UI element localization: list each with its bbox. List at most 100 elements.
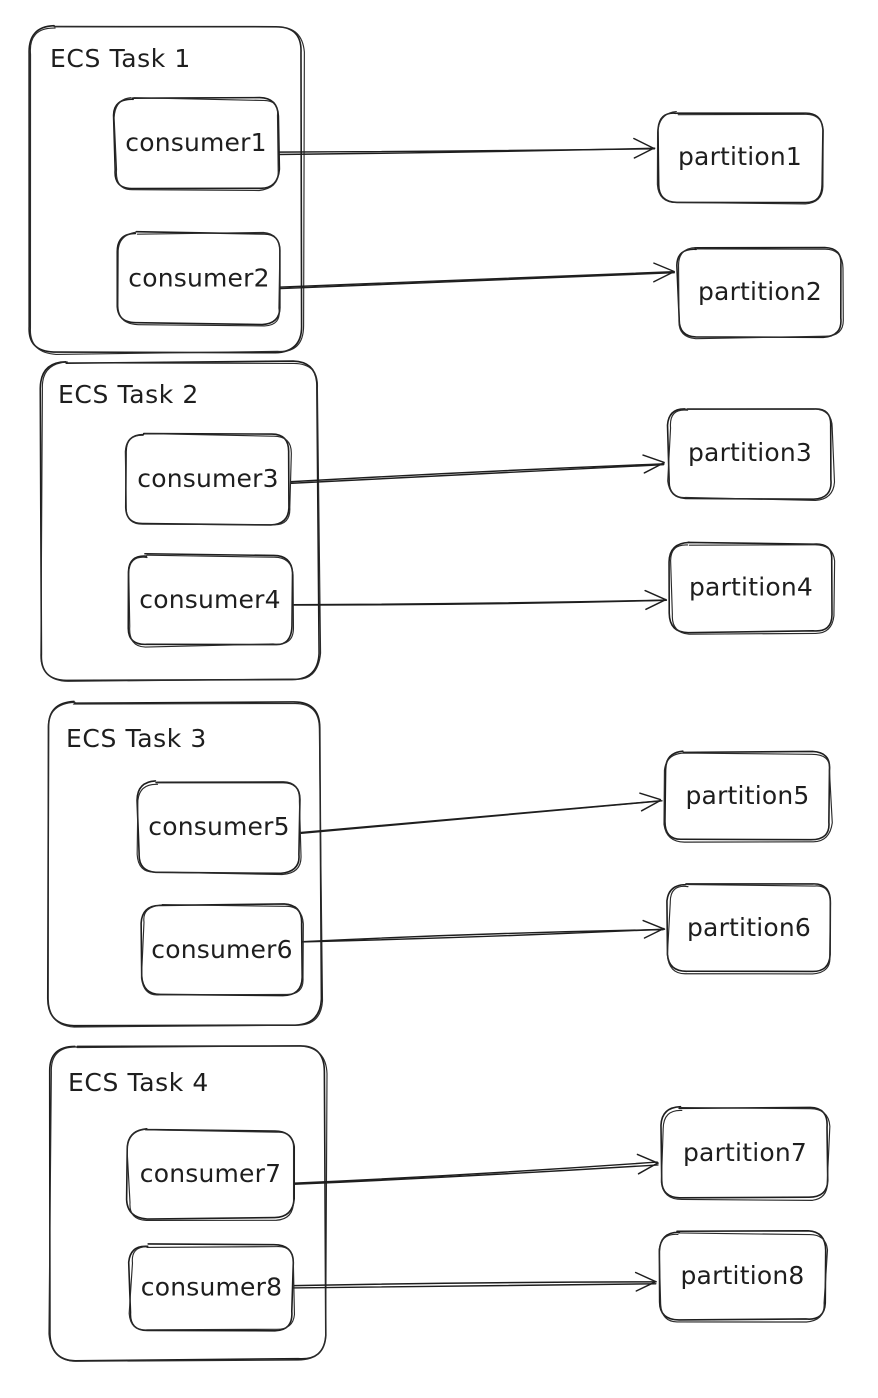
node-label-partition3: partition3: [688, 438, 812, 467]
group-label-ecs-task-4: ECS Task 4: [68, 1068, 209, 1097]
node-partition1[interactable]: [656, 110, 824, 205]
node-partition5[interactable]: [663, 750, 833, 843]
node-partition1-outline-pass2: [656, 110, 824, 205]
group-ecs-task-4-outline-pass2: [48, 1045, 328, 1362]
edge-consumer5-partition5[interactable]: [299, 792, 663, 835]
edge-consumer1-partition1-arrowhead-upper: [633, 147, 655, 159]
edge-consumer2-partition2-arrowhead-upper: [653, 270, 675, 283]
edge-consumer3-partition3-arrowhead-lower: [642, 454, 665, 464]
node-label-partition1: partition1: [678, 142, 802, 171]
edge-consumer1-partition1[interactable]: [275, 137, 656, 159]
node-consumer2-outline-pass2: [117, 231, 281, 327]
node-partition8-outline-pass2: [658, 1232, 829, 1323]
node-partition4-outline-pass2: [670, 544, 836, 635]
node-label-consumer5: consumer5: [148, 812, 289, 841]
node-partition4-fill: [669, 542, 832, 632]
node-consumer6[interactable]: [140, 903, 304, 997]
node-partition8[interactable]: [658, 1230, 829, 1323]
node-label-partition5: partition5: [685, 781, 809, 810]
node-partition6[interactable]: [666, 883, 832, 975]
node-consumer8-outline-pass2: [128, 1246, 296, 1331]
edge-consumer5-partition5-arrowhead-upper: [640, 799, 662, 812]
node-label-partition2: partition2: [698, 277, 822, 306]
node-label-consumer7: consumer7: [140, 1159, 281, 1188]
edge-consumer7-partition7-line-pass1: [292, 1161, 658, 1185]
edge-consumer6-partition6-arrowhead-lower: [642, 919, 666, 930]
edge-consumer7-partition7-arrowhead-upper: [637, 1162, 659, 1175]
edge-consumer8-partition8-arrowhead-lower: [634, 1271, 657, 1283]
edge-consumer2-partition2-line-pass1: [279, 270, 675, 288]
node-consumer2[interactable]: [116, 230, 281, 327]
group-ecs-task-2-outline-pass2: [40, 361, 322, 682]
node-consumer5-outline-pass2: [136, 781, 302, 876]
node-label-partition7: partition7: [683, 1138, 807, 1167]
node-label-partition6: partition6: [687, 913, 811, 942]
edge-consumer2-partition2-arrowhead-lower: [653, 262, 675, 273]
edge-consumer4-partition4-arrowhead-upper: [645, 598, 667, 611]
node-consumer2-fill: [117, 232, 281, 325]
node-consumer5-fill: [137, 781, 301, 873]
node-consumer7[interactable]: [125, 1128, 296, 1221]
edge-consumer1-partition1-arrowhead-lower: [633, 137, 655, 150]
node-consumer7-fill: [127, 1130, 294, 1218]
node-label-consumer1: consumer1: [125, 128, 266, 157]
edge-consumer6-partition6-arrowhead-upper: [643, 927, 665, 939]
node-partition4[interactable]: [668, 541, 836, 635]
node-consumer6-fill: [142, 905, 302, 995]
node-label-consumer3: consumer3: [137, 464, 278, 493]
node-partition2[interactable]: [676, 246, 844, 340]
node-partition5-outline-pass2: [663, 752, 833, 843]
node-consumer6-outline-pass2: [140, 904, 304, 996]
node-partition8-fill: [659, 1231, 825, 1321]
node-consumer3-outline-pass2: [124, 433, 292, 526]
node-consumer3[interactable]: [124, 432, 292, 526]
node-partition6-fill: [667, 883, 831, 973]
edge-consumer6-partition6-line-pass1: [301, 928, 664, 943]
node-label-partition4: partition4: [689, 573, 813, 602]
node-partition2-outline-pass2: [677, 247, 844, 340]
node-partition5-fill: [664, 751, 831, 841]
connections-layer: [275, 137, 675, 1292]
node-consumer7-outline-pass2: [126, 1128, 295, 1221]
edge-consumer5-partition5-arrowhead-lower: [639, 792, 662, 801]
node-partition2-fill: [677, 247, 843, 337]
edge-consumer8-partition8-line-pass1: [293, 1281, 656, 1287]
edge-consumer3-partition3-arrowhead-upper: [643, 462, 665, 474]
edge-consumer6-partition6-line-pass2: [301, 928, 664, 943]
group-label-ecs-task-3: ECS Task 3: [66, 724, 207, 753]
edge-consumer3-partition3-line-pass2: [288, 463, 665, 485]
node-consumer5[interactable]: [136, 780, 302, 876]
edge-consumer4-partition4[interactable]: [290, 589, 668, 611]
node-consumer1[interactable]: [112, 96, 281, 192]
group-ecs-task-4-outline: [48, 1045, 327, 1362]
edge-consumer6-partition6[interactable]: [301, 919, 666, 943]
node-label-consumer8: consumer8: [141, 1273, 282, 1302]
edge-consumer8-partition8[interactable]: [291, 1271, 657, 1292]
node-partition6-outline-pass2: [666, 883, 832, 975]
group-ecs-task-1-outline: [28, 24, 303, 354]
node-label-consumer6: consumer6: [151, 935, 292, 964]
node-partition3[interactable]: [666, 407, 836, 502]
edge-consumer7-partition7-arrowhead-lower: [636, 1153, 659, 1164]
node-partition7-fill: [661, 1107, 829, 1199]
node-partition7-outline: [660, 1105, 829, 1199]
node-consumer8[interactable]: [127, 1243, 296, 1332]
node-partition7[interactable]: [660, 1105, 831, 1201]
node-partition7-outline-pass2: [660, 1106, 831, 1201]
edge-consumer1-partition1-line-pass2: [276, 147, 656, 156]
node-label-consumer4: consumer4: [139, 585, 280, 614]
node-consumer4[interactable]: [127, 552, 295, 648]
node-consumer4-outline-pass2: [128, 554, 295, 648]
partition-nodes-layer: partition1 partition2 partition3 partition4…: [656, 110, 844, 1323]
edge-consumer7-partition7[interactable]: [292, 1153, 659, 1186]
edge-consumer2-partition2[interactable]: [279, 262, 675, 290]
group-label-ecs-task-1: ECS Task 1: [50, 44, 191, 73]
edge-consumer4-partition4-arrowhead-lower: [644, 589, 667, 601]
node-consumer3-fill: [126, 433, 291, 525]
node-label-consumer2: consumer2: [128, 264, 269, 293]
node-partition3-outline-pass2: [667, 408, 836, 502]
node-consumer8-fill: [129, 1244, 293, 1331]
edge-consumer3-partition3[interactable]: [288, 454, 665, 485]
node-label-partition8: partition8: [680, 1261, 804, 1290]
